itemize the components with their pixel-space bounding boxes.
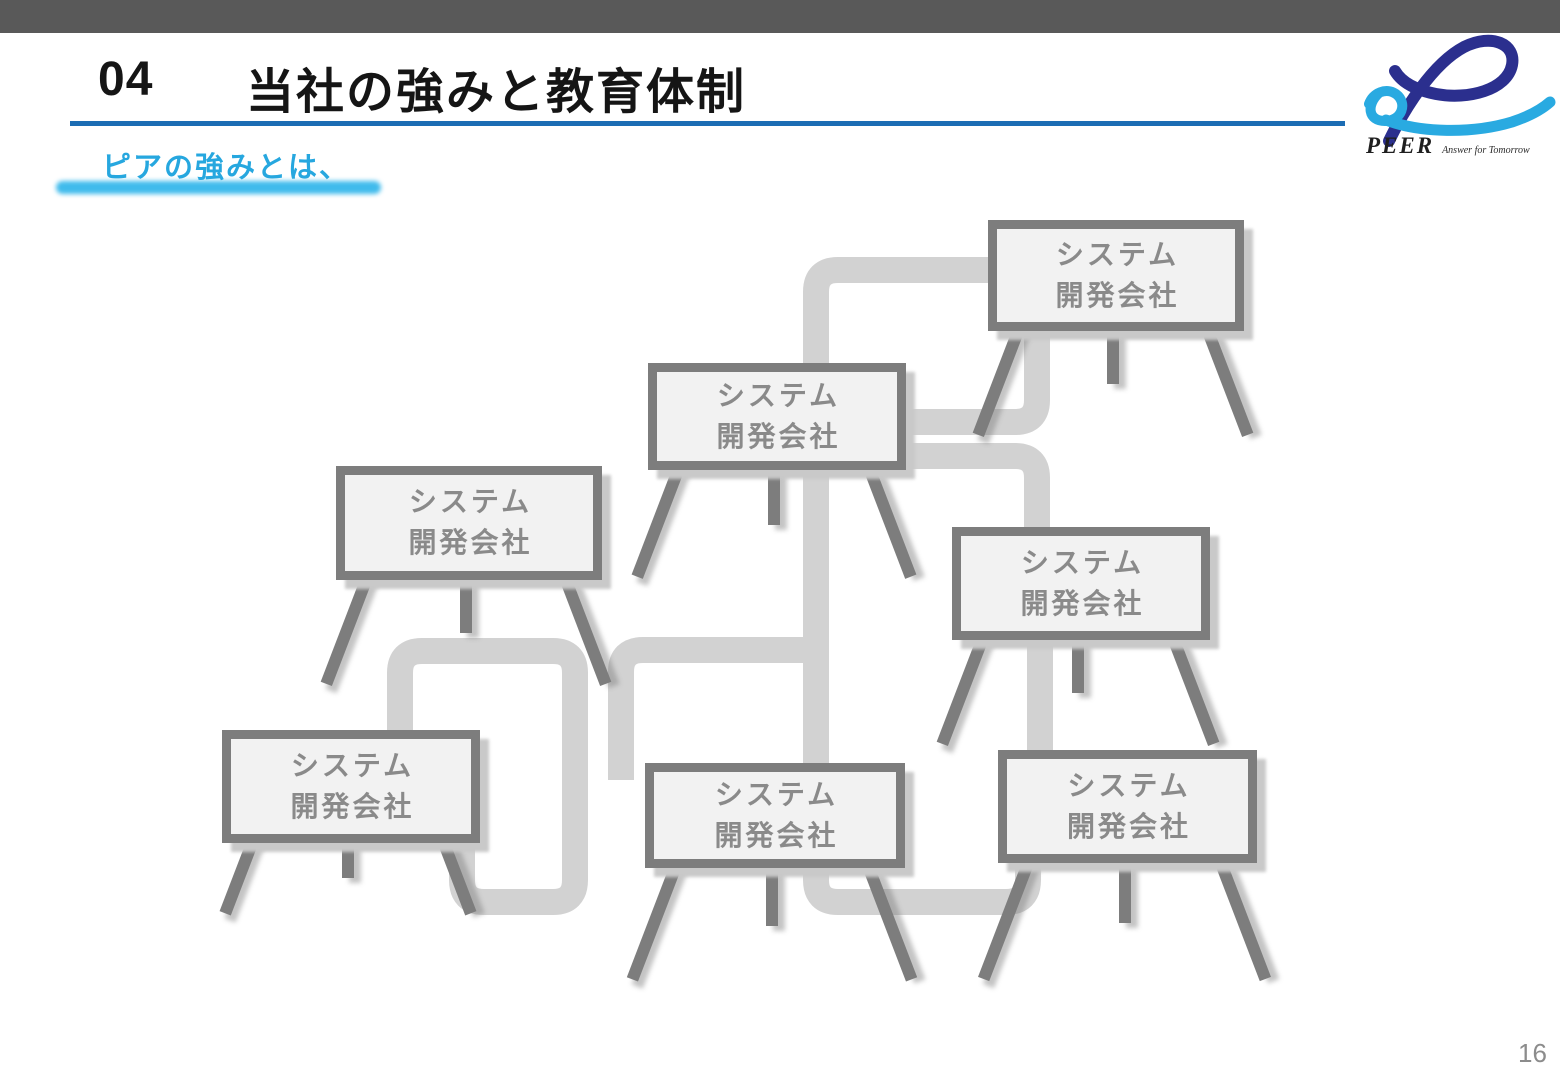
signboard-panel: システム開発会社 — [998, 750, 1257, 863]
signboard-leg-center — [768, 460, 780, 525]
signboard-label: 開発会社 — [290, 790, 415, 822]
subtitle-highlight-bar — [56, 181, 381, 194]
signboard-panel: システム開発会社 — [222, 730, 480, 843]
signboard-top-right: システム開発会社 — [972, 220, 1254, 438]
signboard-upper-middle: システム開発会社 — [631, 363, 917, 579]
signboard-label: システム — [408, 486, 533, 518]
connector-bottom-left-loop — [387, 638, 588, 915]
logo-light-loop — [1364, 86, 1408, 127]
signboard-label: 開発会社 — [1055, 279, 1180, 311]
title-rule — [70, 121, 1345, 126]
signboard-panel: システム開発会社 — [648, 363, 906, 470]
logo-tagline: Answer for Tomorrow — [1442, 145, 1530, 156]
peer-logo-ribbon-icon — [1364, 34, 1556, 147]
connector-branch-to-bottom-middle — [608, 637, 822, 780]
signboard-panel: システム開発会社 — [952, 527, 1210, 640]
signboard-middle-left: システム開発会社 — [320, 466, 612, 687]
subtitle: ピアの強みとは、 — [102, 152, 351, 184]
logo-brand: PEER — [1366, 133, 1435, 158]
logo-text: PEER Answer for Tomorrow — [1366, 133, 1530, 159]
signboard-leg-center — [1107, 321, 1119, 384]
page-number: 16 — [1518, 1038, 1547, 1068]
signboard-label: 開発会社 — [716, 420, 841, 452]
section-number: 04 — [98, 53, 154, 106]
signboard-label: システム — [1067, 769, 1191, 801]
signboard-panel: システム開発会社 — [645, 763, 905, 868]
signboard-label: システム — [1055, 238, 1180, 270]
logo-light-swoosh — [1380, 96, 1556, 136]
signboard-label: システム — [716, 379, 841, 411]
page-title: 当社の強みと教育体制 — [246, 66, 747, 119]
signboard-leg-center — [1118, 853, 1131, 923]
signboard-middle-right: システム開発会社 — [936, 527, 1220, 747]
connector-upper-middle-to-top-right — [904, 326, 1050, 435]
signboard-label: システム — [714, 778, 839, 810]
signboard-leg-center — [1072, 630, 1084, 693]
signboard-leg-center — [460, 570, 472, 633]
connector-long-left-loop — [803, 257, 1041, 915]
signboard-label: システム — [290, 749, 415, 781]
top-bar — [0, 0, 1560, 33]
signboard-label: 開発会社 — [408, 527, 533, 558]
signboard-leg-center — [766, 858, 778, 926]
signboard-panel: システム開発会社 — [988, 220, 1244, 331]
signboard-label: 開発会社 — [1066, 810, 1191, 842]
signboard-label: 開発会社 — [1020, 587, 1145, 619]
signboard-bottom-middle: システム開発会社 — [626, 763, 918, 982]
signboard-label: システム — [1020, 546, 1145, 578]
connector-upper-middle-to-middle-right — [904, 443, 1050, 535]
signboard-label: 開発会社 — [714, 819, 839, 851]
signboard-bottom-right: システム開発会社 — [978, 750, 1271, 982]
signboard-bottom-left: システム開発会社 — [219, 730, 480, 916]
signboard-leg-center — [342, 833, 354, 878]
logo-dark-loop — [1383, 34, 1519, 147]
signboard-panel: システム開発会社 — [336, 466, 602, 580]
